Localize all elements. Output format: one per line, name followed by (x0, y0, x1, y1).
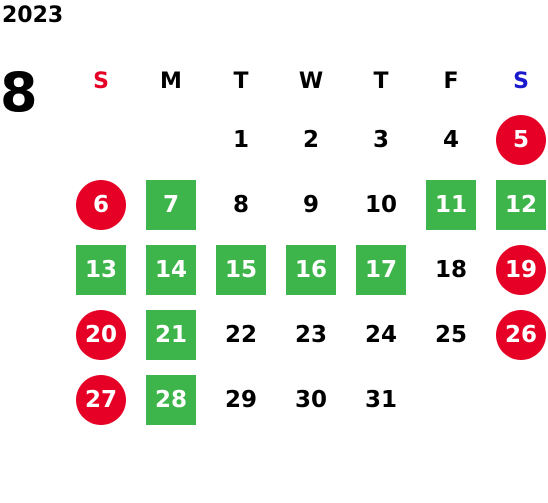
holiday-day-number: 5 (496, 114, 546, 165)
closed-day-number: 14 (146, 244, 196, 295)
day-cell: 29 (206, 367, 276, 432)
day-cell: 6 (66, 172, 136, 237)
day-number: 22 (224, 321, 257, 348)
closed-day-number: 11 (426, 179, 476, 230)
day-number: 8 (232, 191, 249, 218)
holiday-day-number: 20 (76, 309, 126, 360)
day-cell: 31 (346, 367, 416, 432)
weekday-header-normal: T (373, 68, 389, 94)
calendar-year: 2023 (2, 3, 64, 28)
weekday-header-sunday: S (93, 68, 109, 94)
day-number: 24 (364, 321, 397, 348)
day-cell: 12 (486, 172, 548, 237)
weekday-header-saturday: S (513, 68, 529, 94)
day-cell: 25 (416, 302, 486, 367)
holiday-day-number: 26 (496, 309, 546, 360)
holiday-day-number: 19 (496, 244, 546, 295)
day-number: 31 (364, 386, 397, 413)
day-cell: 11 (416, 172, 486, 237)
day-number: 23 (294, 321, 327, 348)
day-cell: 8 (206, 172, 276, 237)
day-cell: 15 (206, 237, 276, 302)
day-cell: 13 (66, 237, 136, 302)
day-cell: 17 (346, 237, 416, 302)
closed-day-number: 13 (76, 244, 126, 295)
day-cell: 9 (276, 172, 346, 237)
day-cell: 3 (346, 107, 416, 172)
closed-day-number: 12 (496, 179, 546, 230)
weekday-header-normal: F (443, 68, 459, 94)
day-number: 10 (364, 191, 397, 218)
calendar-month: 8 (0, 61, 38, 124)
day-cell: 23 (276, 302, 346, 367)
calendar-week-row: 13 14 15 16 17 18 19 (66, 237, 548, 302)
day-cell: 4 (416, 107, 486, 172)
day-cell: 16 (276, 237, 346, 302)
day-cell: 28 (136, 367, 206, 432)
day-cell: 10 (346, 172, 416, 237)
day-number: 3 (372, 126, 389, 153)
closed-day-number: 15 (216, 244, 266, 295)
day-cell: 20 (66, 302, 136, 367)
day-number: 25 (434, 321, 467, 348)
day-cell: 21 (136, 302, 206, 367)
day-cell: 27 (66, 367, 136, 432)
day-cell: 1 (206, 107, 276, 172)
day-cell: 7 (136, 172, 206, 237)
day-cell: 22 (206, 302, 276, 367)
closed-day-number: 16 (286, 244, 336, 295)
weekday-header-normal: T (233, 68, 249, 94)
day-number: 2 (302, 126, 319, 153)
day-number: 29 (224, 386, 257, 413)
day-cell: 30 (276, 367, 346, 432)
day-cell: 24 (346, 302, 416, 367)
calendar-week-row: 20 21 22 23 24 25 26 (66, 302, 548, 367)
day-number: 4 (442, 126, 459, 153)
day-number: 30 (294, 386, 327, 413)
day-cell: 18 (416, 237, 486, 302)
day-number: 9 (302, 191, 319, 218)
day-cell: 19 (486, 237, 548, 302)
day-cell: 26 (486, 302, 548, 367)
day-cell: 2 (276, 107, 346, 172)
calendar-week-row: 1 2 3 4 5 (66, 107, 548, 172)
closed-day-number: 21 (146, 309, 196, 360)
calendar-week-row: 27 28 29 30 31 (66, 367, 548, 432)
holiday-day-number: 27 (76, 374, 126, 425)
day-number: 18 (434, 256, 467, 283)
closed-day-number: 17 (356, 244, 406, 295)
holiday-day-number: 6 (76, 179, 126, 230)
day-number: 1 (232, 126, 249, 153)
day-cell: 5 (486, 107, 548, 172)
weekday-header-normal: W (298, 68, 324, 94)
weekday-header-normal: M (160, 68, 182, 94)
closed-day-number: 7 (146, 179, 196, 230)
day-cell: 14 (136, 237, 206, 302)
closed-day-number: 28 (146, 374, 196, 425)
